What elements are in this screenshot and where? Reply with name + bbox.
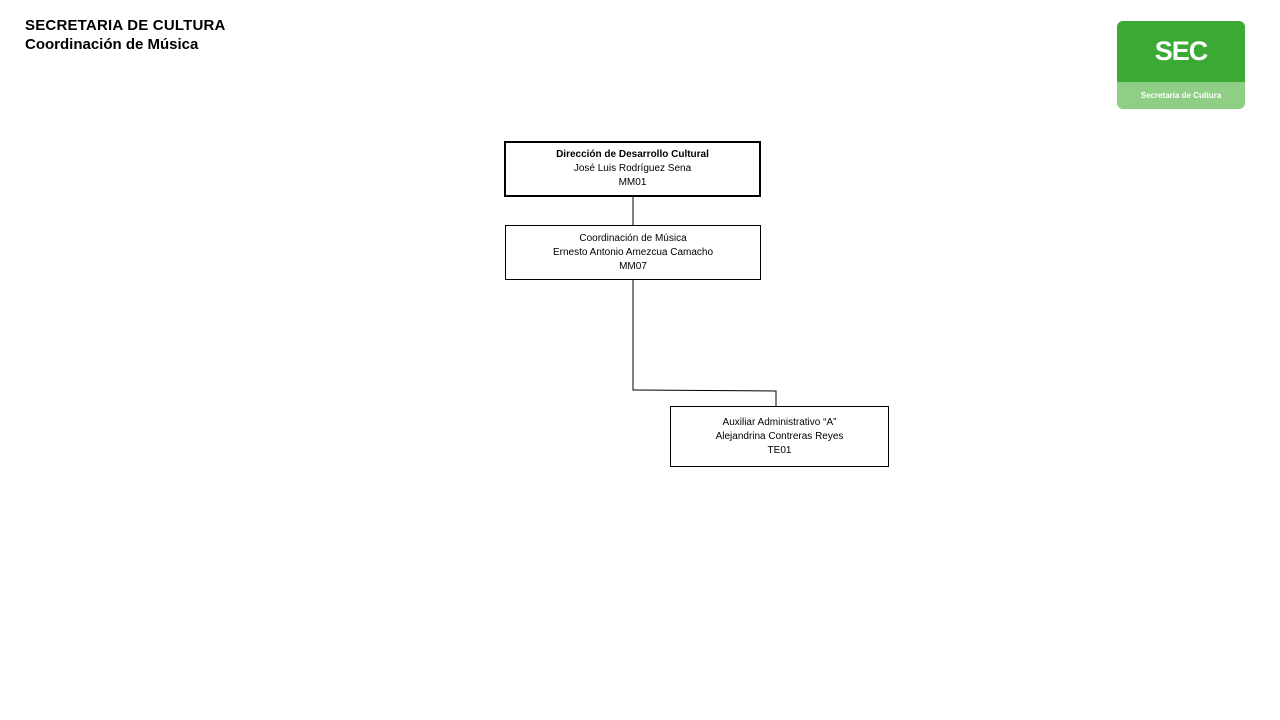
org-node-auxiliar: Auxiliar Administrativo “A” Alejandrina … (670, 406, 889, 467)
sec-logo: SEC Secretaría de Cultura (1117, 21, 1245, 109)
org-node-direccion: Dirección de Desarrollo Cultural José Lu… (504, 141, 761, 197)
node-code: MM07 (619, 260, 647, 272)
node-title: Coordinación de Música (579, 232, 687, 244)
node-person: José Luis Rodríguez Sena (573, 163, 692, 174)
logo-sub-text: Secretaría de Cultura (1117, 82, 1245, 109)
node-person: Ernesto Antonio Amezcua Camacho (552, 246, 714, 258)
page-subtitle: Coordinación de Música (25, 36, 199, 53)
logo-main-text: SEC (1117, 21, 1245, 82)
page-header: SECRETARIA DE CULTURA Coordinación de Mú… (25, 16, 226, 54)
node-code: TE01 (767, 444, 792, 456)
node-person: Alejandrina Contreras Reyes (715, 430, 844, 442)
connector-coordinacion-auxiliar (632, 280, 777, 406)
node-title: Auxiliar Administrativo “A” (722, 416, 837, 428)
node-title: Dirección de Desarrollo Cultural (556, 149, 709, 160)
page-title: SECRETARIA DE CULTURA (25, 17, 226, 34)
node-code: MM01 (618, 177, 647, 188)
org-node-coordinacion: Coordinación de Música Ernesto Antonio A… (505, 225, 761, 280)
